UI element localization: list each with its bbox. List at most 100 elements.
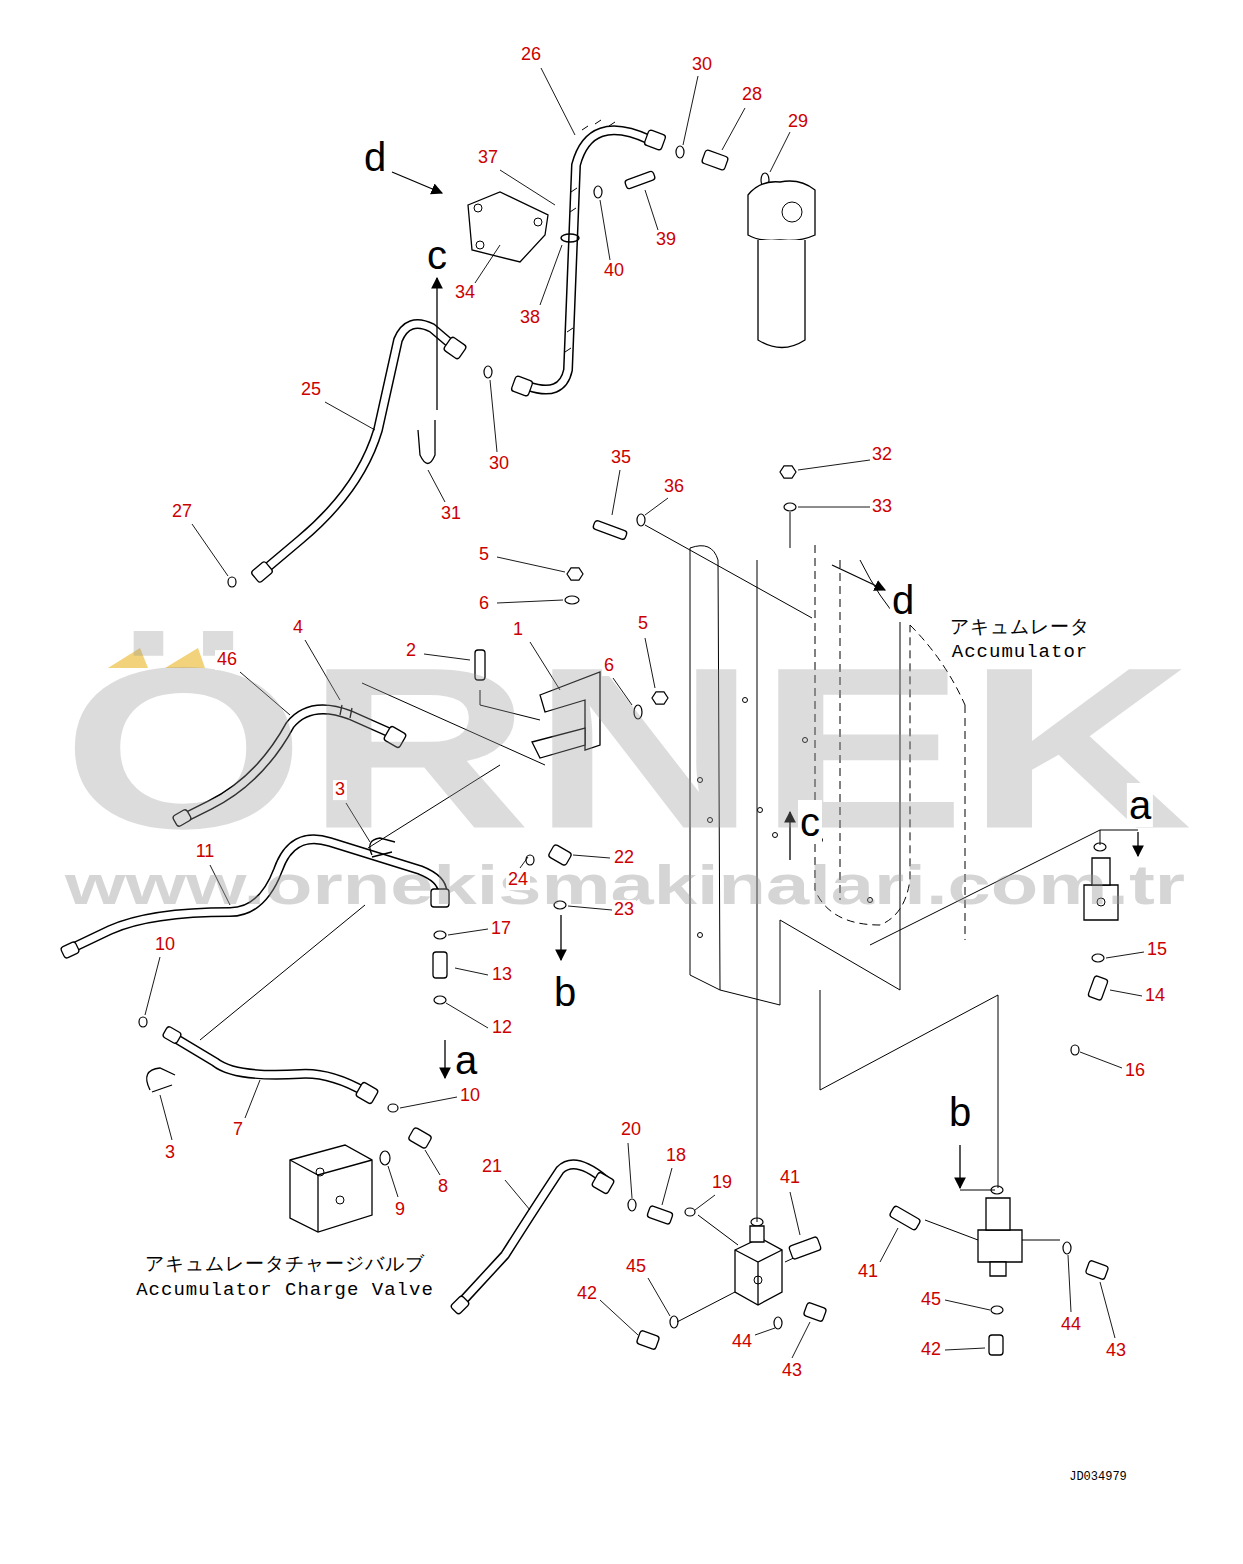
leader-line [475, 245, 500, 283]
callout-number: 41 [778, 1168, 802, 1188]
callout-number: 2 [404, 641, 418, 661]
pipe-outline [458, 1164, 605, 1306]
outline-line [925, 1220, 978, 1240]
fitting [433, 952, 447, 978]
hose-hatch [567, 328, 573, 332]
leader-line [192, 524, 228, 576]
callout-number: 45 [919, 1290, 943, 1310]
leader-line [628, 1143, 632, 1198]
leader-line [1068, 1255, 1071, 1312]
leader-line [945, 1348, 985, 1350]
pipe-body [528, 130, 650, 389]
hose-hatch [571, 188, 577, 192]
callout-number: 17 [489, 919, 513, 939]
callout-number: 10 [458, 1086, 482, 1106]
fitting [408, 1127, 432, 1149]
o-ring [991, 1186, 1003, 1194]
fitting [636, 1330, 660, 1350]
callout-number: 28 [740, 85, 764, 105]
o-ring [1063, 1242, 1071, 1254]
filter-head [748, 181, 815, 240]
callout-number: 12 [490, 1018, 514, 1038]
o-ring [484, 366, 492, 378]
callout-number: 16 [1123, 1061, 1147, 1081]
leader-line [160, 1095, 172, 1140]
leader-line [662, 1168, 672, 1205]
view-arrow [392, 172, 442, 193]
fitting [355, 1082, 379, 1105]
fitting [162, 1026, 182, 1044]
junction-block [978, 1230, 1022, 1262]
u-bolt [147, 1068, 175, 1092]
o-ring [380, 1151, 390, 1165]
callout-number: 26 [519, 45, 543, 65]
view-letter: b [947, 1090, 973, 1134]
pipe-outline [528, 130, 650, 389]
leader-line [648, 1278, 670, 1316]
callout-number: 4 [291, 618, 305, 638]
valve-block [290, 1145, 372, 1232]
o-ring [228, 577, 236, 587]
hole [316, 1168, 324, 1176]
view-letter: a [1127, 783, 1153, 827]
panel-hole [698, 933, 703, 938]
leader-line [695, 1195, 715, 1210]
callout-number: 30 [487, 454, 511, 474]
outline-line [820, 990, 998, 1188]
hex-nut [567, 568, 583, 580]
callout-number: 15 [1145, 940, 1169, 960]
callout-number: 24 [506, 870, 530, 890]
view-letter: b [552, 970, 578, 1014]
leader-line [1106, 952, 1144, 958]
leader-line [400, 1097, 457, 1108]
callout-number: 35 [609, 448, 633, 468]
callout-number: 42 [575, 1284, 599, 1304]
callout-number: 8 [436, 1177, 450, 1197]
outline-line [960, 1190, 995, 1191]
callout-number: 46 [215, 650, 239, 670]
fitting [450, 1295, 470, 1315]
fitting [511, 375, 533, 396]
o-ring [139, 1017, 147, 1027]
valve-block-edge [290, 1160, 372, 1232]
filter-bowl [758, 240, 805, 348]
o-ring [434, 996, 446, 1004]
part-caption: Accumulator [950, 642, 1090, 663]
leader-line [798, 460, 870, 470]
o-ring [784, 503, 796, 511]
outline-line [698, 1215, 738, 1245]
pipe-outline [170, 1035, 365, 1092]
callout-number: 18 [664, 1146, 688, 1166]
outline-line [790, 512, 791, 548]
fitting [443, 336, 467, 359]
leader-line [500, 170, 555, 205]
hose-hatch [565, 348, 571, 352]
hole [336, 1196, 344, 1204]
hex-nut [780, 466, 796, 478]
view-arrow [959, 1145, 960, 1188]
leader-line [145, 957, 160, 1015]
part-caption: アキュムレータチャージバルブ [143, 1255, 427, 1276]
fitting [592, 520, 627, 540]
outline-line [1022, 1240, 1060, 1241]
leader-line [600, 1300, 638, 1335]
fitting [989, 1335, 1003, 1355]
leader-line [612, 470, 620, 515]
outline-line [200, 905, 365, 1040]
callout-number: 19 [710, 1173, 734, 1193]
callout-number: 6 [602, 656, 616, 676]
view-letter: c [798, 800, 822, 844]
pipe-body [170, 1035, 365, 1092]
fitting [803, 1302, 827, 1322]
leader-line [645, 498, 668, 515]
leader-line [497, 600, 563, 603]
fitting [644, 129, 666, 150]
o-ring [628, 1199, 636, 1211]
callout-number: 29 [786, 112, 810, 132]
callout-number: 3 [333, 780, 347, 800]
leader-line [497, 557, 565, 572]
view-letter: d [890, 578, 916, 622]
callout-number: 25 [299, 380, 323, 400]
leader-line [425, 1150, 440, 1175]
callout-number: 6 [477, 594, 491, 614]
